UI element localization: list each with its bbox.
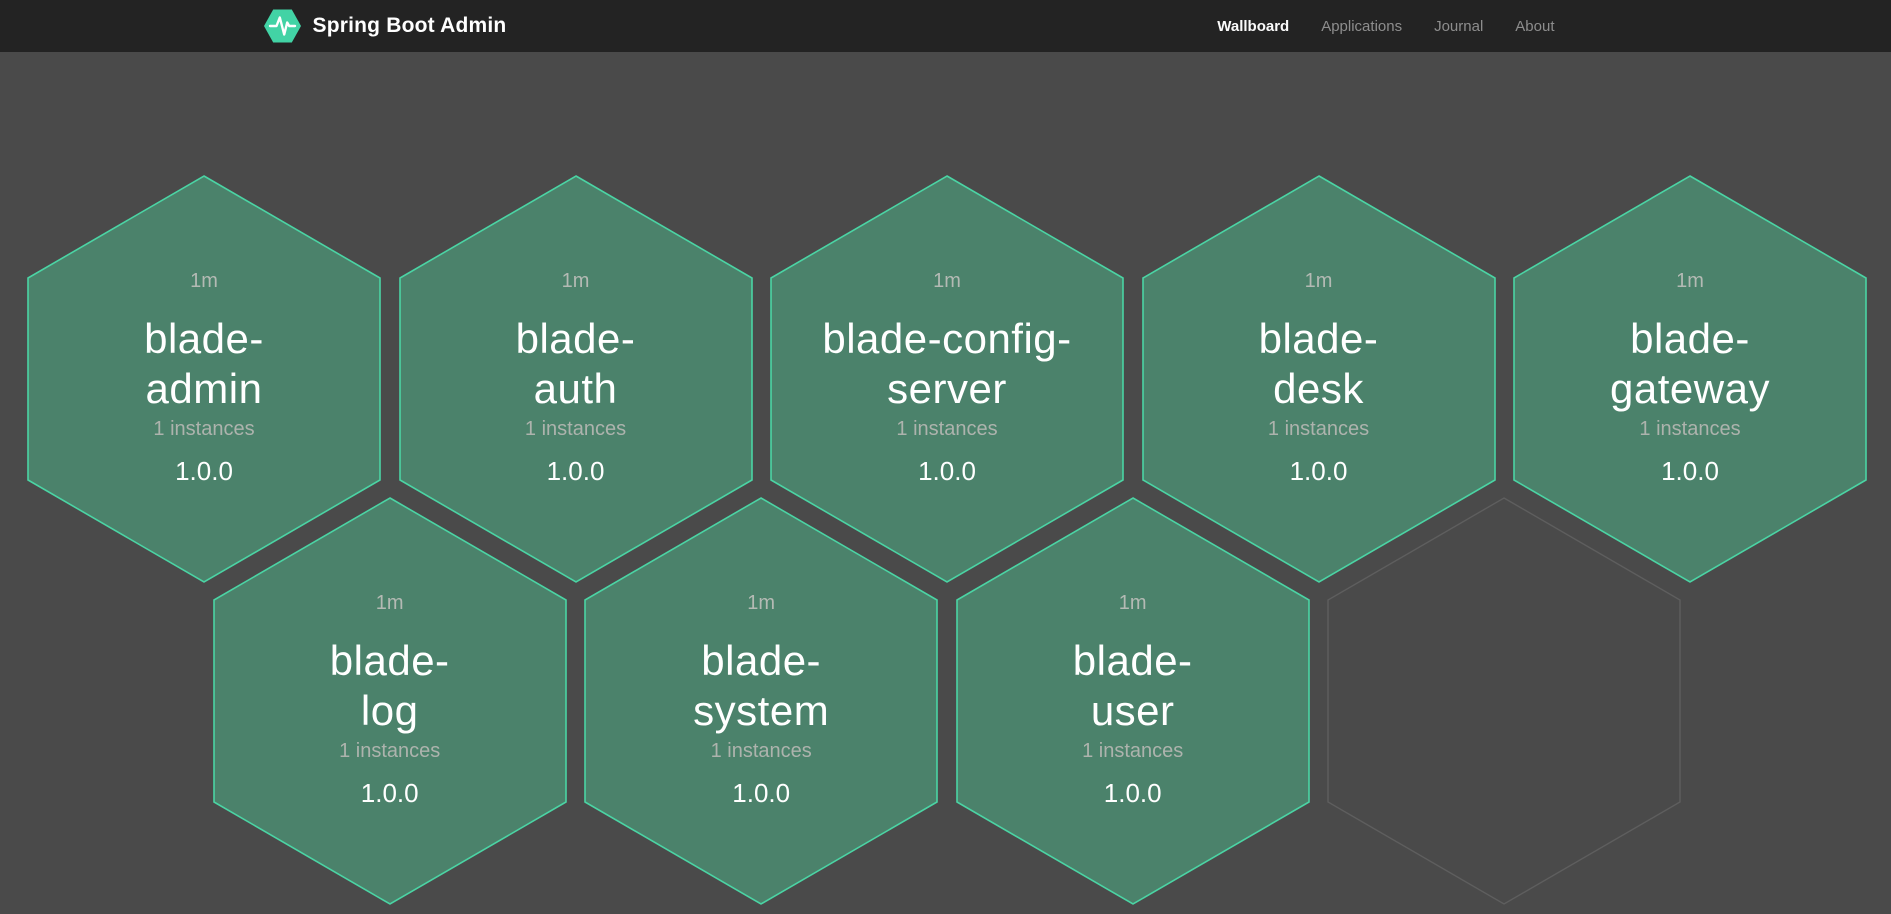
application-hexagon[interactable]: 1m blade-gateway 1 instances 1.0.0 bbox=[1513, 175, 1867, 583]
app-version: 1.0.0 bbox=[1661, 456, 1719, 486]
hexagon-shape-icon bbox=[1141, 175, 1496, 583]
hexagon-content: 1m blade-config-server 1 instances 1.0.0 bbox=[770, 175, 1124, 583]
application-hexagon[interactable]: 1m blade-user 1 instances 1.0.0 bbox=[955, 497, 1310, 905]
empty-hexagon-slot bbox=[1327, 497, 1681, 905]
app-uptime: 1m bbox=[1676, 270, 1704, 292]
spring-boot-admin-logo-icon bbox=[263, 8, 302, 44]
wallboard: 1m blade-admin 1 instances 1.0.0 1m blad… bbox=[0, 52, 1891, 914]
app-uptime: 1m bbox=[1118, 592, 1147, 614]
app-version: 1.0.0 bbox=[732, 778, 791, 808]
hexagon-shape-icon bbox=[398, 175, 753, 583]
app-name: blade-log bbox=[329, 637, 450, 734]
brand-link[interactable]: Spring Boot Admin bbox=[263, 8, 507, 44]
app-uptime: 1m bbox=[375, 592, 404, 614]
hexagon-shape-icon bbox=[770, 175, 1124, 583]
app-name: blade-user bbox=[1072, 637, 1193, 734]
hexagon-content: 1m blade-admin 1 instances 1.0.0 bbox=[27, 175, 381, 583]
app-version: 1.0.0 bbox=[918, 456, 976, 486]
application-hexagon[interactable]: 1m blade-config-server 1 instances 1.0.0 bbox=[770, 175, 1124, 583]
hexagon-shape-icon bbox=[212, 497, 567, 905]
app-uptime: 1m bbox=[561, 270, 590, 292]
app-version: 1.0.0 bbox=[1289, 456, 1348, 486]
app-instances-count: 1 instances bbox=[1639, 418, 1741, 440]
app-instances-count: 1 instances bbox=[153, 418, 255, 440]
app-name: blade-gateway bbox=[1610, 315, 1770, 412]
app-instances-count: 1 instances bbox=[339, 740, 441, 762]
nav-item-journal[interactable]: Journal bbox=[1434, 17, 1484, 35]
app-version: 1.0.0 bbox=[175, 456, 233, 486]
nav-item-wallboard[interactable]: Wallboard bbox=[1217, 17, 1290, 35]
app-instances-count: 1 instances bbox=[1082, 740, 1184, 762]
hexagon-content: 1m blade-desk 1 instances 1.0.0 bbox=[1142, 175, 1496, 583]
hexagon-shape-icon bbox=[1513, 175, 1867, 583]
application-hexagon[interactable]: 1m blade-system 1 instances 1.0.0 bbox=[584, 497, 938, 905]
app-instances-count: 1 instances bbox=[1267, 418, 1370, 440]
app-name: blade-admin bbox=[144, 315, 264, 412]
navbar-container: Spring Boot Admin Wallboard Applications J… bbox=[263, 0, 1629, 52]
hexagon-content: 1m blade-log 1 instances 1.0.0 bbox=[213, 497, 567, 905]
hexagon-shape-icon bbox=[584, 497, 938, 905]
application-hexagon[interactable]: 1m blade-log 1 instances 1.0.0 bbox=[212, 497, 567, 905]
application-hexagon[interactable]: 1m blade-auth 1 instances 1.0.0 bbox=[398, 175, 753, 583]
app-version: 1.0.0 bbox=[546, 456, 605, 486]
app-uptime: 1m bbox=[1304, 270, 1333, 292]
nav-item-applications[interactable]: Applications bbox=[1321, 17, 1403, 35]
hexagon-content: 1m blade-user 1 instances 1.0.0 bbox=[956, 497, 1310, 905]
top-navbar: Spring Boot Admin Wallboard Applications J… bbox=[0, 0, 1891, 52]
hexagon-outline-icon bbox=[1327, 497, 1681, 905]
app-name: blade-auth bbox=[515, 315, 636, 412]
brand-title: Spring Boot Admin bbox=[312, 14, 507, 37]
application-hexagon[interactable]: 1m blade-admin 1 instances 1.0.0 bbox=[27, 175, 381, 583]
app-instances-count: 1 instances bbox=[896, 418, 998, 440]
hexagon-shape-icon bbox=[955, 497, 1310, 905]
app-uptime: 1m bbox=[190, 270, 218, 292]
app-name: blade-system bbox=[693, 637, 830, 734]
app-instances-count: 1 instances bbox=[710, 740, 812, 762]
application-hexagon[interactable]: 1m blade-desk 1 instances 1.0.0 bbox=[1141, 175, 1496, 583]
app-version: 1.0.0 bbox=[1103, 778, 1162, 808]
app-name: blade-config-server bbox=[822, 315, 1072, 412]
hexagon-shape-icon bbox=[27, 175, 381, 583]
hexagon-content: 1m blade-system 1 instances 1.0.0 bbox=[584, 497, 938, 905]
hexagon-content: 1m blade-gateway 1 instances 1.0.0 bbox=[1513, 175, 1867, 583]
app-uptime: 1m bbox=[933, 270, 961, 292]
nav-item-about[interactable]: About bbox=[1515, 17, 1555, 35]
app-name: blade-desk bbox=[1258, 315, 1379, 412]
app-instances-count: 1 instances bbox=[524, 418, 627, 440]
app-uptime: 1m bbox=[747, 592, 776, 614]
app-version: 1.0.0 bbox=[360, 778, 419, 808]
hexagon-content: 1m blade-auth 1 instances 1.0.0 bbox=[399, 175, 753, 583]
nav-menu: Wallboard Applications Journal About bbox=[1205, 10, 1566, 43]
